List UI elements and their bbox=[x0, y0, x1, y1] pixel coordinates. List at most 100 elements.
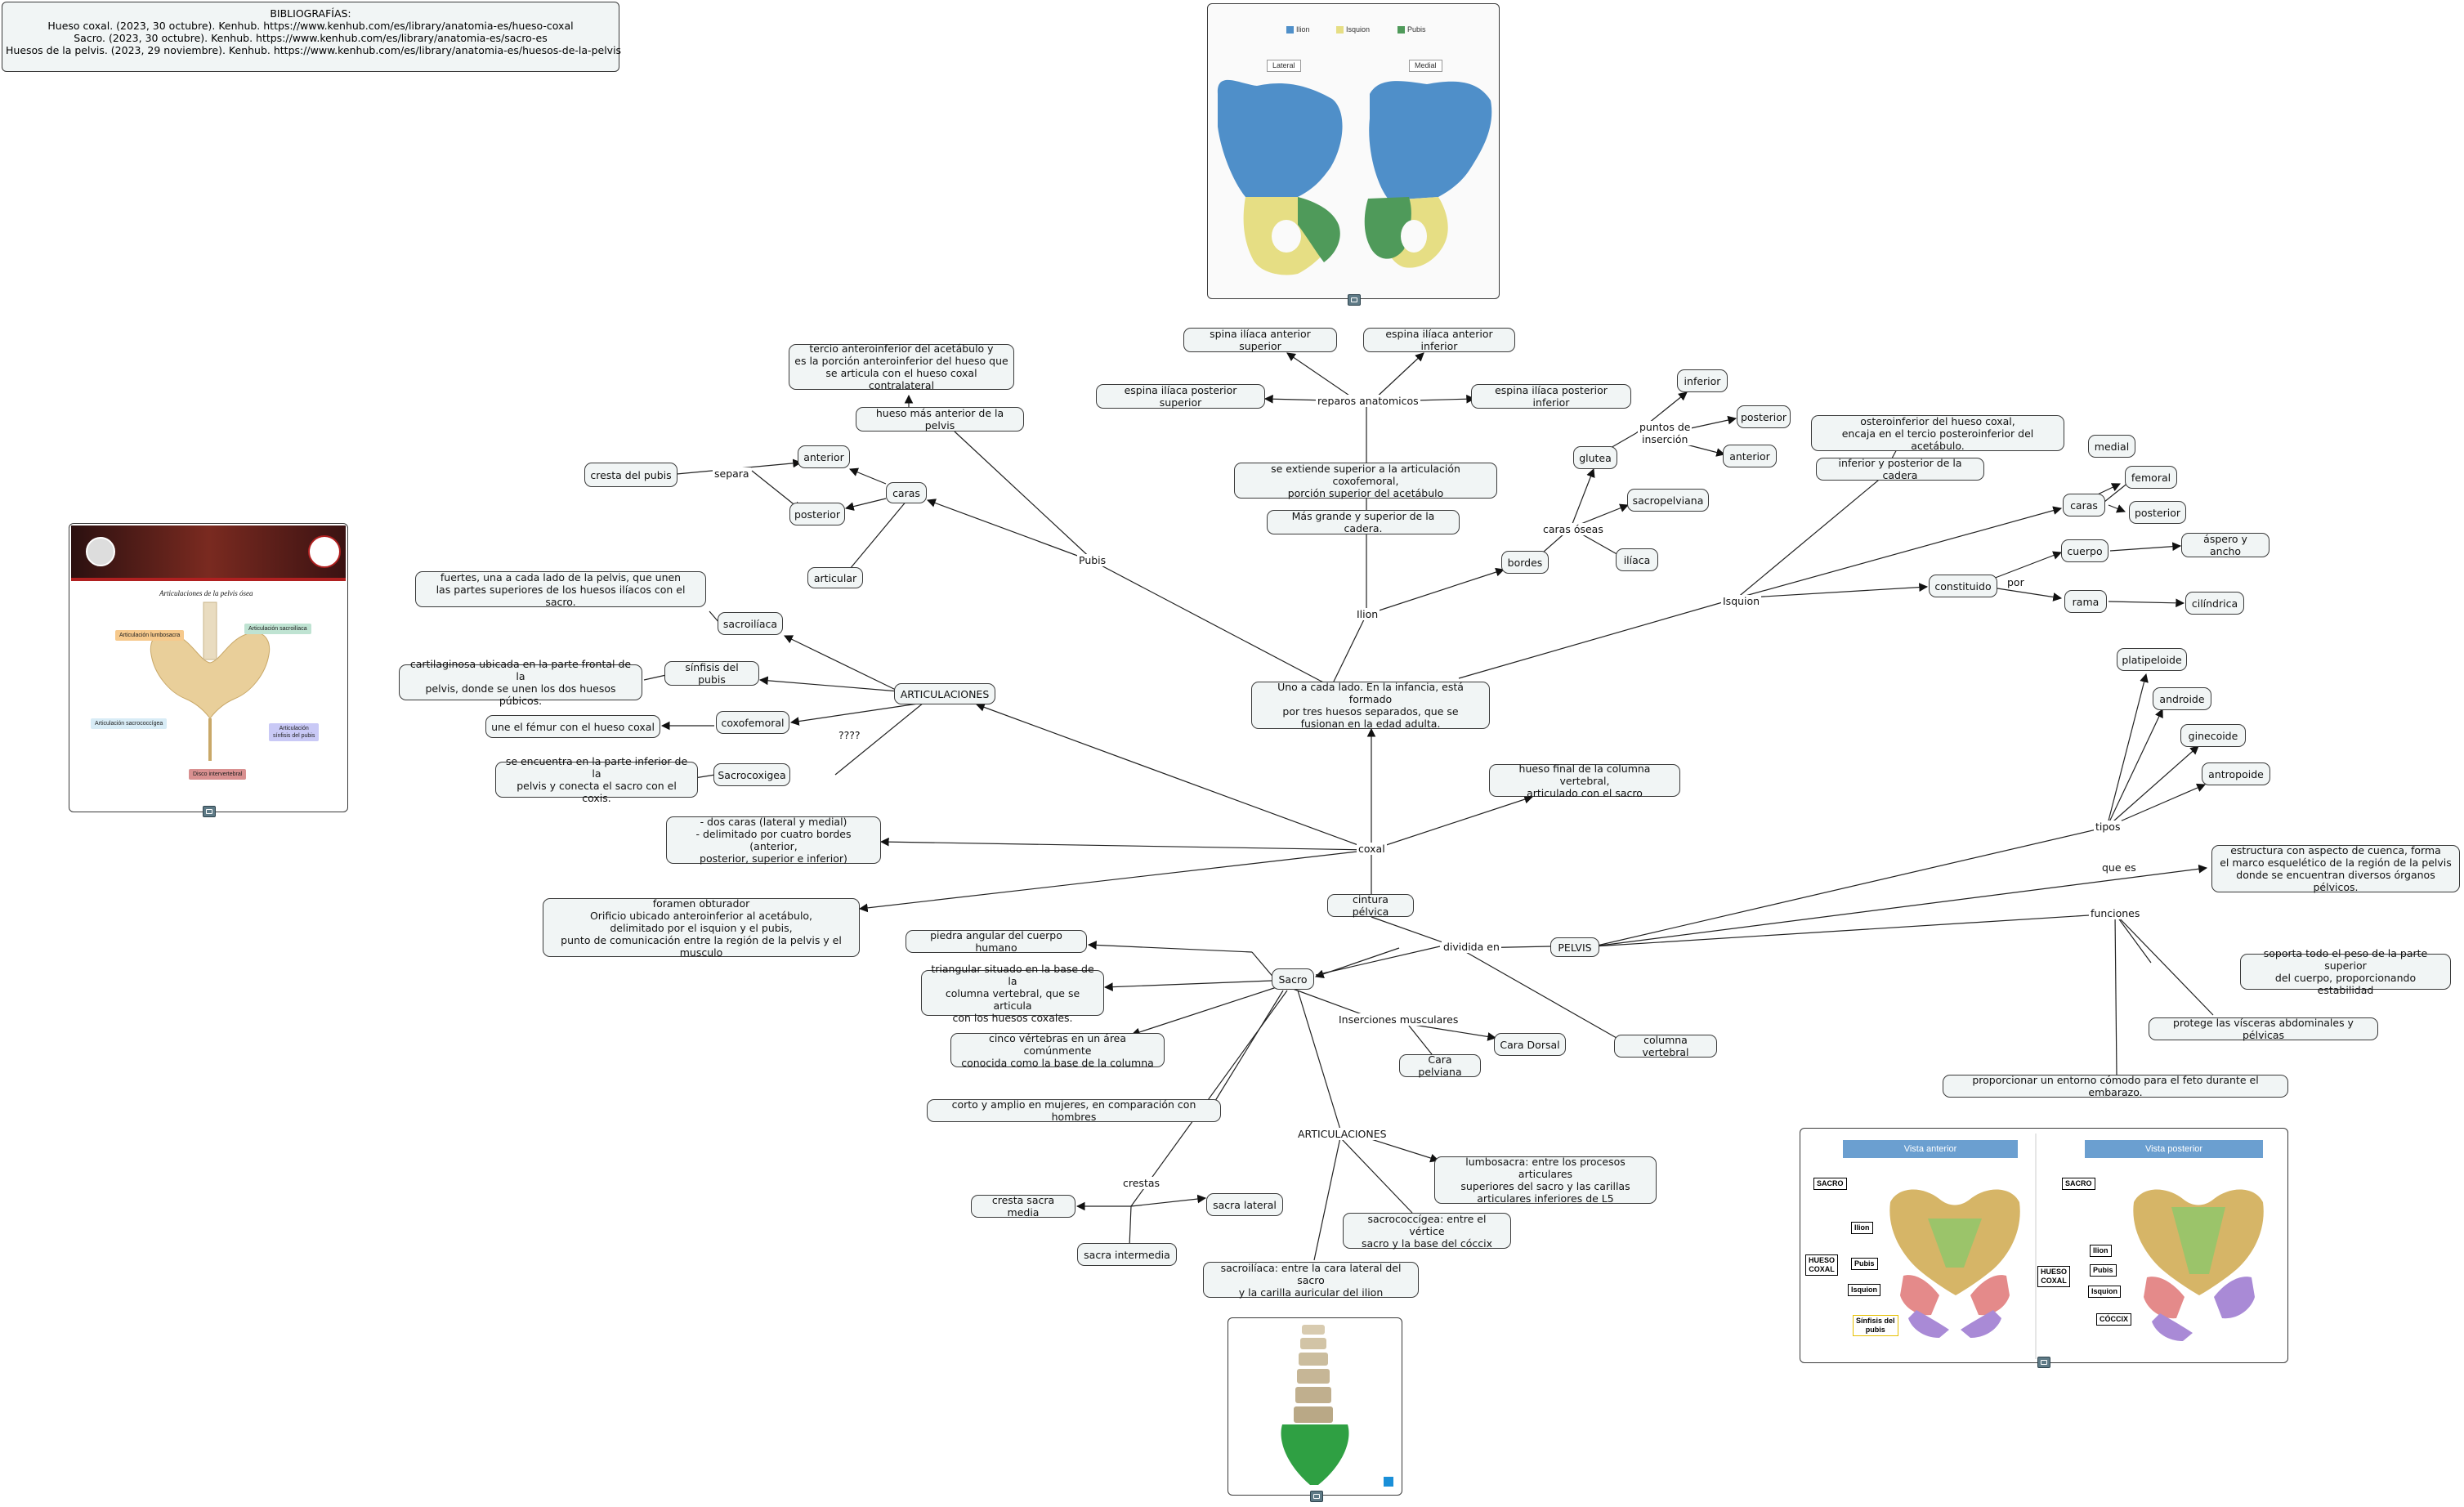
node-androide[interactable]: androide bbox=[2153, 687, 2211, 710]
node-eias[interactable]: spina ilíaca anterior superior bbox=[1183, 328, 1337, 352]
node-eiai[interactable]: espina ilíaca anterior inferior bbox=[1363, 328, 1515, 352]
bibliography-entry: Huesos de la pelvis. (2023, 29 noviembre… bbox=[6, 44, 622, 56]
node-pubis-cara-anterior[interactable]: anterior bbox=[798, 445, 850, 468]
node-cresta-sacra-media[interactable]: cresta sacra media bbox=[971, 1194, 1075, 1219]
node-coxal-definicion[interactable]: Uno a cada lado. En la infancia, está fo… bbox=[1251, 681, 1490, 730]
node-ilion-grande[interactable]: Más grande y superior de la cadera. bbox=[1267, 510, 1460, 534]
node-iliaca[interactable]: ilíaca bbox=[1616, 548, 1658, 571]
bibliography-entry: Sacro. (2023, 30 octubre). Kenhub. https… bbox=[74, 32, 548, 44]
image-pelvis-views[interactable]: Vista anterior Vista posterior SACRO HUE… bbox=[1800, 1128, 2288, 1363]
image-icon[interactable] bbox=[2037, 1357, 2050, 1368]
node-coxal-caras-bordes[interactable]: - dos caras (lateral y medial) - delimit… bbox=[666, 816, 881, 865]
logo-right bbox=[308, 535, 341, 568]
image-header-banner bbox=[71, 525, 346, 578]
node-columna-vertebral[interactable]: columna vertebral bbox=[1614, 1034, 1717, 1058]
node-isquion-definicion[interactable]: osteroinferior del hueso coxal, encaja e… bbox=[1811, 415, 2064, 452]
image-hip-bone[interactable]: Ilion Isquion Pubis Lateral Medial bbox=[1207, 3, 1500, 299]
node-isquion-femoral[interactable]: femoral bbox=[2125, 466, 2177, 489]
node-eips[interactable]: espina ilíaca posterior superior bbox=[1096, 384, 1265, 409]
legend-isquion: Isquion bbox=[1336, 25, 1370, 34]
node-sacrocoxigea-def[interactable]: se encuentra en la parte inferior de la … bbox=[495, 755, 698, 804]
image-pelvis-joints[interactable]: Articulaciones de la pelvis ósea Articul… bbox=[69, 523, 348, 812]
node-pelvis[interactable]: PELVIS bbox=[1550, 937, 1599, 957]
node-isquion-caras[interactable]: caras bbox=[2063, 494, 2105, 516]
node-sacro-cinco[interactable]: cinco vértebras en un área comúnmente co… bbox=[950, 1032, 1165, 1069]
node-cuerpo[interactable]: cuerpo bbox=[2061, 539, 2108, 562]
title-vista-posterior: Vista posterior bbox=[2085, 1140, 2263, 1158]
image-sacrum[interactable] bbox=[1228, 1317, 1402, 1496]
node-sacroiliaca-sacro[interactable]: sacroilíaca: entre la cara lateral del s… bbox=[1203, 1262, 1419, 1299]
node-ilion-extension[interactable]: se extiende superior a la articulación c… bbox=[1234, 463, 1497, 499]
node-platipeloide[interactable]: platipeloide bbox=[2117, 648, 2187, 671]
label-puntos-insercion: puntos de inserción bbox=[1638, 421, 1693, 445]
node-cresta-pubis[interactable]: cresta del pubis bbox=[584, 463, 677, 487]
node-lumbosacra[interactable]: lumbosacra: entre los procesos articular… bbox=[1434, 1156, 1657, 1205]
node-coxofemoral[interactable]: coxofemoral bbox=[716, 711, 789, 734]
node-articulaciones[interactable]: ARTICULACIONES bbox=[894, 683, 995, 704]
node-sacrococcigea[interactable]: sacrococcígea: entre el vértice sacro y … bbox=[1343, 1213, 1511, 1250]
image-icon[interactable] bbox=[1348, 294, 1361, 306]
node-pubis-tercio[interactable]: tercio anteroinferior del acetábulo y es… bbox=[789, 342, 1014, 391]
legend-ilion: Ilion bbox=[1286, 25, 1310, 34]
image-icon[interactable] bbox=[1310, 1491, 1323, 1502]
node-sacro-piedra[interactable]: piedra angular del cuerpo humano bbox=[906, 929, 1087, 954]
node-sinfisis[interactable]: sínfisis del pubis bbox=[664, 661, 759, 686]
node-cara-dorsal[interactable]: Cara Dorsal bbox=[1494, 1033, 1566, 1056]
image-icon[interactable] bbox=[203, 806, 216, 817]
label-coccix-posterior: CÓCCIX bbox=[2096, 1313, 2132, 1326]
bibliography-entry: Hueso coxal. (2023, 30 octubre). Kenhub.… bbox=[47, 20, 574, 32]
label-interrogacion: ???? bbox=[837, 729, 862, 741]
tag-sinfisis: Articulación sínfisis del pubis bbox=[269, 723, 320, 741]
node-sacropelviana[interactable]: sacropelviana bbox=[1627, 489, 1709, 512]
label-funciones: funciones bbox=[2089, 907, 2142, 919]
node-pelvis-definicion[interactable]: estructura con aspecto de cuenca, forma … bbox=[2211, 844, 2460, 893]
node-sacra-lateral[interactable]: sacra lateral bbox=[1206, 1193, 1283, 1216]
node-insercion-posterior[interactable]: posterior bbox=[1737, 405, 1791, 428]
label-caras-oseas: caras óseas bbox=[1541, 523, 1605, 535]
node-coxofemoral-def[interactable]: une el fémur con el hueso coxal bbox=[485, 715, 660, 738]
node-sacra-intermedia[interactable]: sacra intermedia bbox=[1077, 1243, 1177, 1266]
node-constituido[interactable]: constituido bbox=[1929, 575, 1997, 597]
node-sacrocoxigea[interactable]: Sacrocoxigea bbox=[713, 763, 790, 786]
node-foramen-obturador[interactable]: foramen obturador Orificio ubicado anter… bbox=[543, 897, 860, 959]
node-insercion-inferior[interactable]: inferior bbox=[1677, 369, 1728, 392]
node-sacroiliaca-def[interactable]: fuertes, una a cada lado de la pelvis, q… bbox=[415, 571, 706, 608]
tag-sacrococcigea: Articulación sacrococcígea bbox=[91, 718, 168, 729]
label-tipos: tipos bbox=[2094, 821, 2122, 833]
node-eipi[interactable]: espina ilíaca posterior inferior bbox=[1471, 384, 1631, 409]
node-isquion-posterior[interactable]: posterior bbox=[2129, 501, 2186, 524]
node-pubis-anterior[interactable]: hueso más anterior de la pelvis bbox=[856, 407, 1024, 432]
node-funcion-feto[interactable]: proporcionar un entorno cómodo para el f… bbox=[1943, 1074, 2288, 1098]
node-cilindrica[interactable]: cilíndrica bbox=[2185, 592, 2244, 615]
label-que-es: que es bbox=[2100, 861, 2138, 874]
node-isquion-medial[interactable]: medial bbox=[2088, 435, 2135, 458]
node-pubis-articular[interactable]: articular bbox=[807, 567, 863, 588]
node-sacroiliaca[interactable]: sacroilíaca bbox=[718, 612, 783, 635]
hip-bone-illustration bbox=[1217, 79, 1492, 275]
node-sinfisis-def[interactable]: cartilaginosa ubicada en la parte fronta… bbox=[399, 658, 642, 707]
node-pubis-caras[interactable]: caras bbox=[886, 482, 927, 503]
node-hueso-final[interactable]: hueso final de la columna vertebral, art… bbox=[1489, 762, 1680, 799]
node-pubis-cara-posterior[interactable]: posterior bbox=[789, 503, 845, 525]
title-vista-anterior: Vista anterior bbox=[1843, 1140, 2018, 1158]
node-sacro-corto[interactable]: corto y amplio en mujeres, en comparació… bbox=[927, 1098, 1221, 1123]
node-isquion-inferior[interactable]: inferior y posterior de la cadera bbox=[1816, 457, 1984, 481]
node-sacro-triangular[interactable]: triangular situado en la base de la colu… bbox=[921, 963, 1104, 1024]
node-cintura-pelvica[interactable]: cintura pélvica bbox=[1327, 893, 1414, 918]
node-funcion-soporte[interactable]: soporta todo el peso de la parte superio… bbox=[2240, 947, 2451, 996]
label-sacro-posterior: SACRO bbox=[2062, 1178, 2095, 1190]
node-sacro[interactable]: Sacro bbox=[1272, 968, 1314, 990]
node-glutea[interactable]: glutea bbox=[1573, 446, 1617, 469]
node-insercion-anterior[interactable]: anterior bbox=[1723, 445, 1777, 467]
tag-sacroiliaca: Articulación sacroilíaca bbox=[244, 624, 311, 634]
node-antropoide[interactable]: antropoide bbox=[2202, 762, 2270, 785]
node-aspero-ancho[interactable]: áspero y ancho bbox=[2181, 533, 2269, 557]
node-bordes[interactable]: bordes bbox=[1501, 551, 1549, 574]
bibliography-title: BIBLIOGRAFÍAS: bbox=[270, 7, 351, 20]
node-ginecoide[interactable]: ginecoide bbox=[2180, 724, 2246, 747]
node-rama[interactable]: rama bbox=[2064, 590, 2107, 613]
image-title: Articulaciones de la pelvis ósea bbox=[159, 589, 253, 597]
node-funcion-proteccion[interactable]: protege las vísceras abdominales y pélvi… bbox=[2149, 1017, 2378, 1041]
node-cara-pelviana[interactable]: Cara pelviana bbox=[1399, 1053, 1481, 1078]
